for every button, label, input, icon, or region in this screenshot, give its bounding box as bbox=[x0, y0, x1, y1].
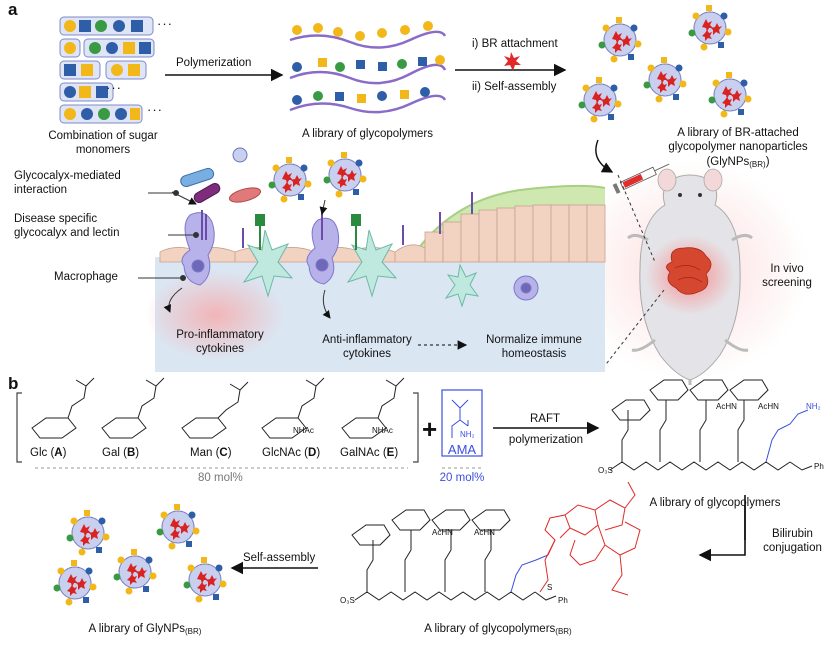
glycopolymer-br-structure bbox=[351, 509, 536, 601]
ph-right: Ph bbox=[814, 462, 824, 471]
tissue-scene bbox=[145, 147, 606, 372]
ama-label: AMA bbox=[447, 442, 477, 457]
glycopolymer-chains bbox=[289, 30, 447, 114]
nh2-right: NH₂ bbox=[806, 402, 821, 411]
monomer-combinations bbox=[59, 16, 155, 124]
ama-box bbox=[441, 389, 483, 457]
achn-bottom-2: AcHN bbox=[474, 528, 495, 537]
bilirubin-star-icon bbox=[504, 52, 521, 71]
disease-glycocalyx-label: Disease specific glycocalyx and lectin bbox=[14, 213, 120, 240]
s-bottom: S bbox=[547, 583, 553, 592]
monomer-glc: Glc (A) bbox=[30, 447, 67, 459]
bilirubin-conjugation-arrow bbox=[698, 505, 746, 562]
mol-80-label: 80 mol% bbox=[198, 472, 243, 484]
dots-row-4: ··· bbox=[106, 80, 122, 95]
glycopolymer-sugars bbox=[292, 21, 445, 105]
bilirubin-structure bbox=[539, 481, 641, 596]
macrophage-label: Macrophage bbox=[54, 271, 118, 283]
pro-inflammatory-label: Pro-inflammatory cytokines bbox=[176, 329, 264, 356]
zoom-dash-bottom bbox=[602, 289, 665, 369]
achn-right-2: AcHN bbox=[758, 402, 779, 411]
glynp-library-b: A library of GlyNPs(BR) bbox=[88, 623, 202, 636]
glycocalyx-label: Glycocalyx-mediated interaction bbox=[14, 170, 121, 197]
self-assembly-label: Self-assembly bbox=[243, 552, 316, 564]
ama-unit-right bbox=[765, 409, 809, 463]
step-self-assembly: ii) Self-assembly bbox=[472, 81, 557, 93]
monomer-bracket bbox=[16, 392, 419, 463]
glycopolymer-library-b: A library of glycopolymers bbox=[649, 497, 781, 509]
ama-nh2: NH₂ bbox=[460, 430, 475, 439]
monomer-row-1 bbox=[59, 16, 154, 36]
nhac-label-d: NHAc bbox=[293, 426, 314, 435]
bacterium-blue bbox=[180, 167, 215, 188]
bilirubin-conjugation-label: Bilirubin conjugation bbox=[763, 528, 822, 555]
ph-bottom: Ph bbox=[558, 596, 568, 605]
achn-bottom-1: AcHN bbox=[432, 528, 453, 537]
bacterium-purple bbox=[193, 183, 221, 203]
nanoparticles-top bbox=[578, 4, 752, 123]
anti-inflammatory-label: Anti-inflammatory cytokines bbox=[322, 334, 412, 361]
bacterium-red bbox=[228, 187, 262, 203]
panel-b-label: b bbox=[8, 374, 19, 393]
in-vivo-label: In vivo screening bbox=[762, 263, 812, 290]
glycopolymer-library-label: A library of glycopolymers bbox=[301, 128, 434, 140]
small-np-icon bbox=[232, 147, 248, 163]
monomer-man: Man (C) bbox=[190, 447, 232, 459]
sugar-structures bbox=[31, 377, 405, 439]
dots-row-5: ··· bbox=[147, 102, 163, 117]
normalize-label: Normalize immune homeostasis bbox=[486, 334, 582, 361]
dots-row-1: ··· bbox=[157, 16, 173, 31]
polymerization-label: Polymerization bbox=[176, 57, 252, 69]
monomer-caption: Combination of sugar monomers bbox=[48, 130, 158, 157]
step-br-attachment: i) BR attachment bbox=[472, 38, 558, 50]
panel-a-label: a bbox=[8, 0, 18, 19]
monomer-row-2 bbox=[59, 38, 155, 58]
label-leaders bbox=[138, 190, 199, 281]
glycopolymer-br-library: A library of glycopolymers(BR) bbox=[424, 623, 572, 636]
raft-label: RAFT bbox=[529, 413, 561, 425]
glycopolymer-structure-right bbox=[609, 379, 791, 471]
o3s-right: O₃S bbox=[598, 466, 613, 475]
achn-right-1: AcHN bbox=[716, 402, 737, 411]
plus-sign: + bbox=[422, 414, 438, 444]
monomer-glcnac: GlcNAc (D) bbox=[262, 447, 321, 459]
raft-label-2: polymerization bbox=[508, 434, 584, 446]
monomer-row-5 bbox=[59, 104, 143, 124]
zoom-dash-top bbox=[617, 174, 656, 263]
mol-20-label: 20 mol% bbox=[439, 472, 485, 484]
monomer-row-4 bbox=[59, 82, 114, 102]
o3s-bottom: O₃S bbox=[340, 596, 355, 605]
monomer-row-3 bbox=[59, 60, 147, 80]
curved-arrow bbox=[595, 139, 614, 173]
nhac-label-e: NHAc bbox=[372, 426, 393, 435]
glynp-caption: A library of BR-attached glycopolymer na… bbox=[668, 127, 808, 169]
mouse-illustration bbox=[570, 160, 810, 385]
nanoparticles-bottom bbox=[53, 503, 227, 606]
monomer-galnac: GalNAc (E) bbox=[340, 447, 399, 459]
monomer-gal: Gal (B) bbox=[102, 447, 140, 459]
ama-structure bbox=[451, 399, 469, 438]
